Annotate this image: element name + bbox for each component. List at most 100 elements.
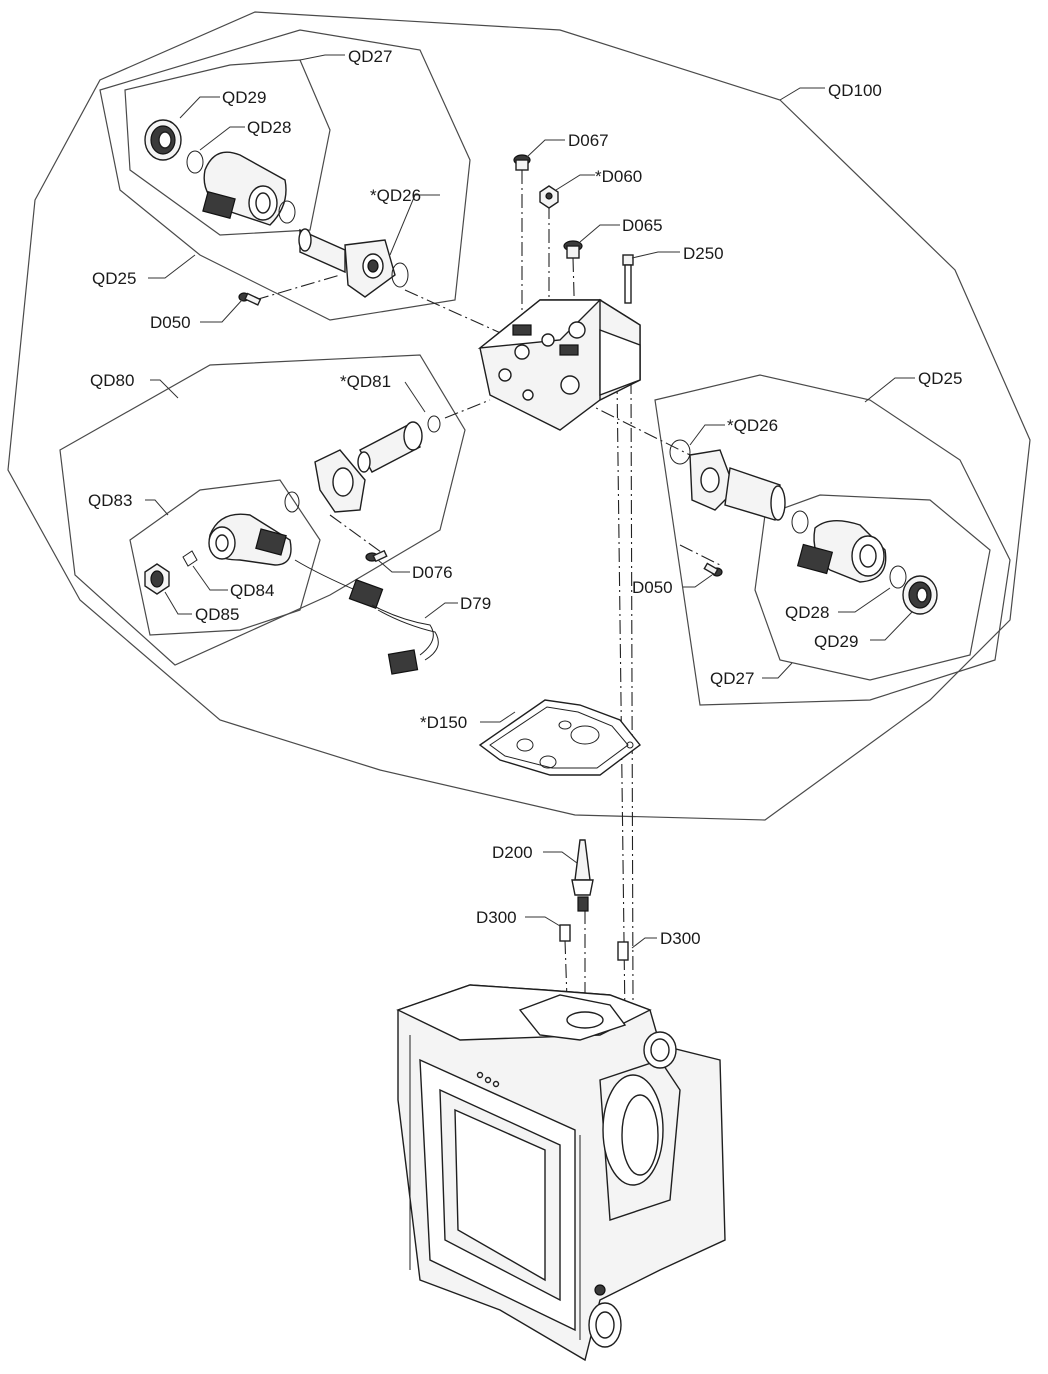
label-d065: D065 <box>622 216 663 235</box>
leader-qd81 <box>404 381 426 413</box>
label-d076: D076 <box>412 563 453 582</box>
leader-d060 <box>555 174 595 191</box>
axis-right-screw <box>679 544 721 566</box>
label-qd25-left: QD25 <box>92 269 136 288</box>
d150-gasket <box>478 699 641 776</box>
label-qd26-right: *QD26 <box>727 416 778 435</box>
leader-d300-left <box>525 916 561 927</box>
leader-qd84 <box>192 565 228 591</box>
leader-qd28-left <box>199 126 245 151</box>
qd80-flange <box>314 449 366 513</box>
label-qd29-right: QD29 <box>814 632 858 651</box>
d076-screw <box>365 549 388 563</box>
leader-qd80 <box>150 379 179 399</box>
axis-d250-main <box>616 379 626 1021</box>
qd28-left-oring-2 <box>278 200 296 224</box>
d79-cable <box>294 559 439 675</box>
axis-left-solenoid <box>404 289 506 336</box>
axis-qd81 <box>444 399 491 419</box>
d050-right-screw <box>703 562 723 577</box>
qd80-boundary <box>59 354 466 666</box>
label-qd81: *QD81 <box>340 372 391 391</box>
leader-qd26-right <box>689 424 725 446</box>
axis-right-solenoid <box>579 399 691 456</box>
leader-qd27-left <box>299 54 345 61</box>
label-d150: *D150 <box>420 713 467 732</box>
leader-qd28-right <box>838 587 891 613</box>
d300-left-pin <box>559 924 571 942</box>
leader-qd26-left <box>389 194 440 256</box>
label-qd28-left: QD28 <box>247 118 291 137</box>
label-qd28-right: QD28 <box>785 603 829 622</box>
axis-left-screw <box>254 274 341 301</box>
qd28-right-oring-2 <box>889 565 907 589</box>
leader-qd85 <box>164 591 192 615</box>
qd26-right-oring <box>669 439 691 465</box>
label-d250: D250 <box>683 244 724 263</box>
label-qd85: QD85 <box>195 605 239 624</box>
label-qd80: QD80 <box>90 371 134 390</box>
axis-d300-left <box>564 939 568 1001</box>
qd84-washer <box>182 550 198 567</box>
leader-qd100 <box>779 87 825 101</box>
leader-d250 <box>631 251 680 259</box>
leader-d065 <box>579 224 620 243</box>
qd26-left-oring <box>391 262 409 288</box>
label-qd25-right: QD25 <box>918 369 962 388</box>
label-qd100: QD100 <box>828 81 882 100</box>
label-d200: D200 <box>492 843 533 862</box>
qd26-left-cartridge <box>298 228 396 298</box>
qd80-oring <box>284 491 300 513</box>
axis-d076 <box>329 514 386 556</box>
d300-right-pin <box>617 941 629 961</box>
label-d300-left: D300 <box>476 908 517 927</box>
qd80-cartridge <box>357 421 423 473</box>
d250-bolt <box>622 254 634 304</box>
label-qd84: QD84 <box>230 581 274 600</box>
qd26-right-cartridge <box>689 449 786 521</box>
qd100-assembly-boundary <box>7 11 1031 821</box>
label-qd27-right: QD27 <box>710 669 754 688</box>
qd27-right-coil <box>796 520 887 583</box>
leader-qd29-left <box>179 96 220 119</box>
label-qd83: QD83 <box>88 491 132 510</box>
leader-qd29-right <box>870 611 913 641</box>
qd27-left-boundary <box>124 59 331 236</box>
label-qd26-left: *QD26 <box>370 186 421 205</box>
leader-d076 <box>377 559 410 573</box>
leader-d050-left <box>200 299 243 323</box>
leader-qd25-left <box>148 254 196 279</box>
label-qd27-left: QD27 <box>348 47 392 66</box>
qd83-coil <box>208 513 292 566</box>
leader-qd83 <box>145 499 169 516</box>
leader-d067 <box>526 139 565 158</box>
d200-stud <box>571 839 594 912</box>
transmission-housing <box>396 984 726 1362</box>
qd28-right-oring-1 <box>791 510 809 534</box>
d065-plug <box>563 240 583 259</box>
label-d067: D067 <box>568 131 609 150</box>
qd27-left-coil <box>202 151 287 226</box>
qd83-boundary <box>129 479 321 636</box>
label-d050-right: D050 <box>632 578 673 597</box>
qd28-left-oring <box>186 150 204 174</box>
qd25-left-boundary <box>99 29 471 321</box>
axis-d250-secondary <box>630 379 634 1001</box>
qd27-right-boundary <box>754 494 991 681</box>
leader-d200 <box>543 851 578 864</box>
d067-plug <box>513 154 531 171</box>
label-d300-right: D300 <box>660 929 701 948</box>
d060-nut <box>539 185 559 209</box>
label-d050-left: D050 <box>150 313 191 332</box>
label-d79: D79 <box>460 594 491 613</box>
leader-d150 <box>480 711 516 723</box>
qd29-right-nut <box>902 575 938 615</box>
leader-d300-right <box>631 937 657 949</box>
leader-qd25-right <box>864 377 915 403</box>
qd81-oring <box>427 415 441 433</box>
label-qd29-left: QD29 <box>222 88 266 107</box>
qd85-nut <box>144 563 170 595</box>
leader-d79 <box>424 602 458 619</box>
qd29-left-nut <box>144 119 182 161</box>
